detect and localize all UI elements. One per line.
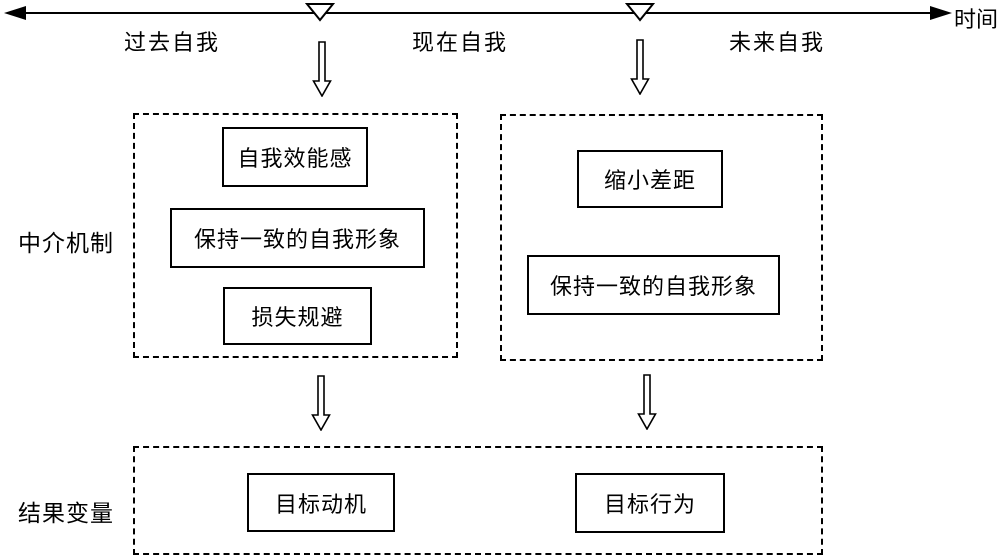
axis-arrowhead-left-icon bbox=[4, 6, 26, 20]
node-goal-motivation: 目标动机 bbox=[247, 473, 395, 532]
label-mediating-mechanism: 中介机制 bbox=[18, 231, 114, 257]
axis-arrowhead-right-icon bbox=[930, 6, 952, 20]
node-narrow-gap: 缩小差距 bbox=[577, 150, 723, 208]
node-loss-aversion: 损失规避 bbox=[223, 287, 372, 345]
timeline-axis bbox=[4, 3, 952, 22]
node-consistent-self-image-past: 保持一致的自我形象 bbox=[170, 208, 425, 268]
label-present-self: 现在自我 bbox=[411, 31, 508, 56]
label-outcome-variables: 结果变量 bbox=[18, 501, 114, 527]
label-future-self: 未来自我 bbox=[728, 31, 825, 56]
down-arrow-future-to-mediator-icon bbox=[630, 39, 650, 95]
mediator-group-future bbox=[500, 114, 823, 361]
node-consistent-self-image-future-label: 保持一致的自我形象 bbox=[549, 275, 757, 300]
timeline-marker-present-icon bbox=[304, 3, 336, 22]
node-narrow-gap-label: 缩小差距 bbox=[603, 169, 696, 194]
outcome-group bbox=[133, 446, 823, 555]
label-past-self: 过去自我 bbox=[123, 31, 220, 56]
node-loss-aversion-label: 损失规避 bbox=[251, 306, 344, 331]
down-arrow-present-to-mediator-icon bbox=[312, 41, 332, 97]
label-time-axis: 时间 bbox=[954, 8, 999, 33]
node-goal-behavior: 目标行为 bbox=[575, 473, 725, 533]
node-goal-motivation-label: 目标动机 bbox=[274, 492, 367, 518]
node-consistent-self-image-past-label: 保持一致的自我形象 bbox=[193, 228, 401, 253]
node-self-efficacy-label: 自我效能感 bbox=[237, 147, 353, 172]
node-self-efficacy: 自我效能感 bbox=[222, 127, 368, 187]
mediator-group-past bbox=[133, 113, 458, 358]
down-arrow-future-mediator-to-outcome-icon bbox=[637, 374, 657, 430]
down-arrow-past-mediator-to-outcome-icon bbox=[311, 375, 331, 431]
node-goal-behavior-label: 目标行为 bbox=[603, 493, 696, 518]
node-consistent-self-image-future: 保持一致的自我形象 bbox=[527, 255, 780, 315]
timeline-marker-future-icon bbox=[624, 3, 656, 22]
